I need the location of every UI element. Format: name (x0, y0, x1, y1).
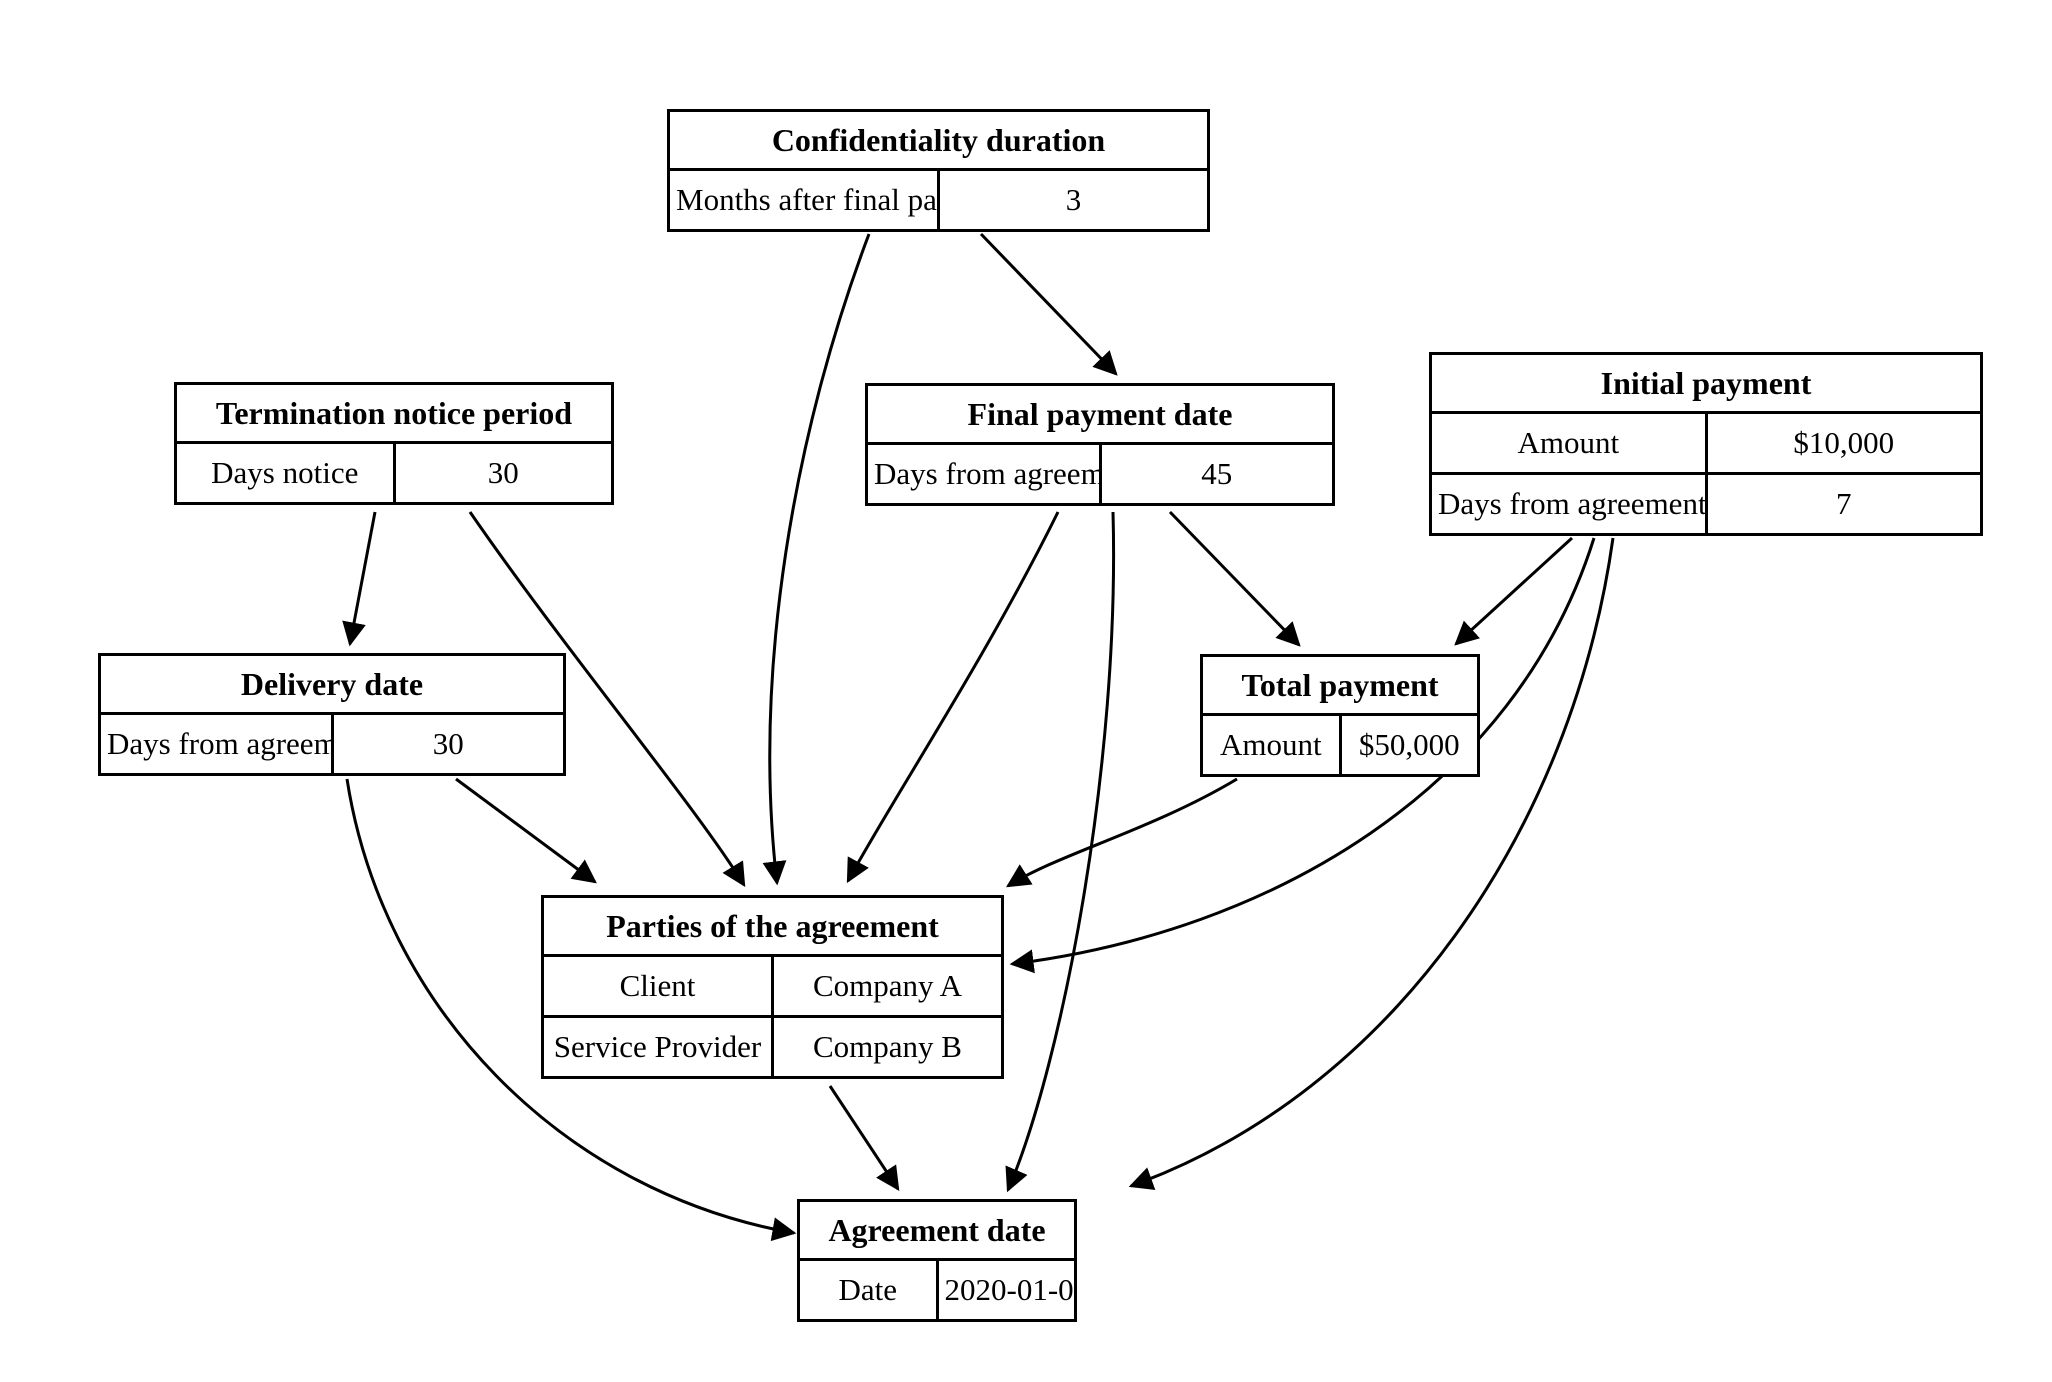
edge-delivery-date-to-parties-of-the-agreement (455, 777, 597, 884)
field-label: Service Provider (541, 1015, 774, 1079)
edge-final-payment-date-to-total-payment (1168, 510, 1301, 647)
edge-final-payment-date-to-parties-of-the-agreement (846, 511, 1060, 884)
field-label: Days from agreement date (865, 442, 1102, 506)
field-value: 2020-01-01 (935, 1258, 1077, 1322)
edge-total-payment-to-parties-of-the-agreement (1005, 777, 1238, 888)
field-value: 3 (937, 168, 1210, 232)
field-label: Days from agreement date (98, 712, 334, 776)
node-title: Agreement date (797, 1199, 1077, 1261)
field-label: Days from agreement date (1429, 472, 1708, 536)
edge-initial-payment-to-agreement-date (1128, 537, 1615, 1190)
field-value: Company A (771, 954, 1004, 1018)
field-value: Company B (771, 1015, 1004, 1079)
node-title: Delivery date (98, 653, 566, 715)
field-label: Client (541, 954, 774, 1018)
node-title: Confidentiality duration (667, 109, 1210, 171)
field-label: Amount (1429, 411, 1708, 475)
edge-initial-payment-to-parties-of-the-agreement (1009, 537, 1596, 974)
edge-confidentiality-duration-to-final-payment-date (979, 232, 1118, 376)
node-title: Termination notice period (174, 382, 614, 444)
edge-final-payment-date-to-agreement-date (1005, 511, 1116, 1193)
edge-delivery-date-to-agreement-date (345, 778, 797, 1242)
field-label: Amount (1200, 713, 1342, 777)
edge-parties-of-the-agreement-to-agreement-date (828, 1085, 900, 1192)
node-title: Initial payment (1429, 352, 1983, 414)
field-value: 30 (330, 712, 566, 776)
field-value: $50,000 (1338, 713, 1480, 777)
field-value: 7 (1704, 472, 1983, 536)
node-title: Parties of the agreement (541, 895, 1004, 957)
field-value: $10,000 (1704, 411, 1983, 475)
field-label: Date (797, 1258, 939, 1322)
node-title: Total payment (1200, 654, 1480, 716)
field-value: 45 (1098, 442, 1335, 506)
edge-termination-notice-period-to-parties-of-the-agreement (468, 511, 746, 888)
field-label: Months after final payment date (667, 168, 940, 232)
field-label: Days notice (174, 441, 396, 505)
edge-initial-payment-to-total-payment (1454, 536, 1574, 646)
edge-termination-notice-period-to-delivery-date (342, 511, 377, 647)
node-title: Final payment date (865, 383, 1335, 445)
edge-confidentiality-duration-to-parties-of-the-agreement (762, 233, 871, 886)
field-value: 30 (392, 441, 614, 505)
